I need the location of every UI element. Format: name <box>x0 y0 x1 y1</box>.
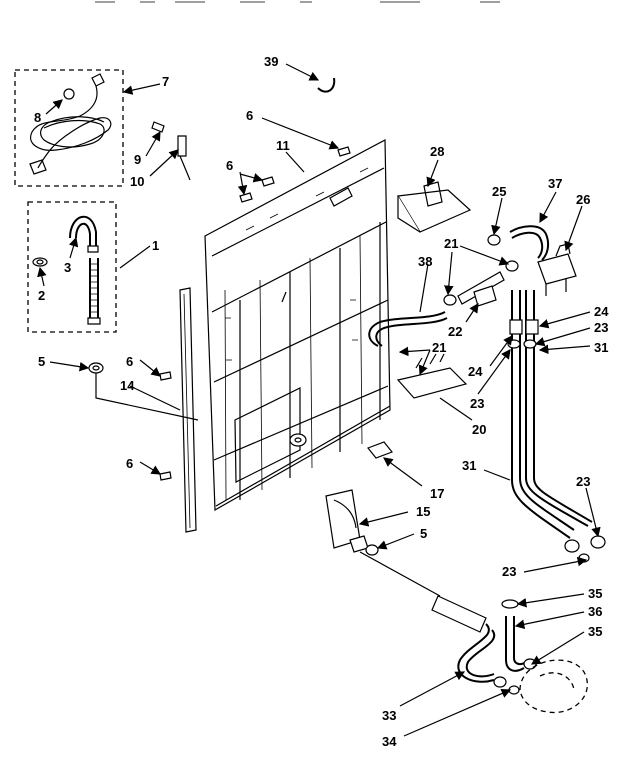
label-23-mid: 23 <box>470 396 484 411</box>
drain-housing <box>325 489 441 597</box>
label-8: 8 <box>34 110 41 125</box>
label-17: 17 <box>430 486 444 501</box>
label-24-mid: 24 <box>468 364 483 379</box>
drain-hose <box>431 595 589 714</box>
bracket-10 <box>177 135 191 181</box>
label-3: 3 <box>64 260 71 275</box>
label-34: 34 <box>382 734 397 749</box>
label-6-top: 6 <box>246 108 253 123</box>
label-9: 9 <box>134 152 141 167</box>
label-10: 10 <box>130 174 144 189</box>
label-21-mid: 21 <box>432 340 446 355</box>
label-15: 15 <box>416 504 430 519</box>
label-6-mid: 6 <box>226 158 233 173</box>
kit-box-1 <box>27 201 117 333</box>
label-26: 26 <box>576 192 590 207</box>
label-7: 7 <box>162 74 169 89</box>
hose-kit <box>32 215 101 325</box>
rear-panel <box>204 139 391 512</box>
label-22: 22 <box>448 324 462 339</box>
bracket-28 <box>397 181 472 233</box>
label-6-bottom: 6 <box>126 456 133 471</box>
hose-path-1 <box>95 373 199 421</box>
side-rail <box>179 287 197 533</box>
label-6-left: 6 <box>126 354 133 369</box>
label-2: 2 <box>38 288 45 303</box>
power-cord <box>29 73 112 175</box>
label-1: 1 <box>152 238 159 253</box>
label-11: 11 <box>276 138 290 153</box>
inlet-valve <box>537 243 577 296</box>
label-25: 25 <box>492 184 506 199</box>
leader-lines <box>37 63 601 737</box>
label-24-right: 24 <box>594 304 609 319</box>
label-33: 33 <box>382 708 396 723</box>
label-20: 20 <box>472 422 486 437</box>
screws <box>151 121 351 481</box>
label-31-bottom: 31 <box>462 458 476 473</box>
hoses-upper <box>368 225 550 347</box>
fill-hoses <box>507 290 606 563</box>
label-36: 36 <box>588 604 602 619</box>
part-17 <box>367 441 393 459</box>
label-38: 38 <box>418 254 432 269</box>
switch-20 <box>396 353 468 399</box>
label-5-left: 5 <box>38 354 45 369</box>
label-23-bottom: 23 <box>502 564 516 579</box>
washer-5 <box>88 362 104 374</box>
label-21-top: 21 <box>444 236 458 251</box>
clip-39 <box>317 77 336 93</box>
part-labels: 39 7 8 9 10 6 11 28 6 25 37 26 21 38 1 3… <box>34 54 609 749</box>
label-28: 28 <box>430 144 444 159</box>
label-39: 39 <box>264 54 278 69</box>
label-14: 14 <box>120 378 135 393</box>
label-35-top: 35 <box>588 586 602 601</box>
kit-box-7 <box>14 69 124 187</box>
label-31-top: 31 <box>594 340 608 355</box>
label-35-bottom: 35 <box>588 624 602 639</box>
label-37: 37 <box>548 176 562 191</box>
label-5-bottom: 5 <box>420 526 427 541</box>
label-23-right: 23 <box>594 320 608 335</box>
label-23-lower: 23 <box>576 474 590 489</box>
